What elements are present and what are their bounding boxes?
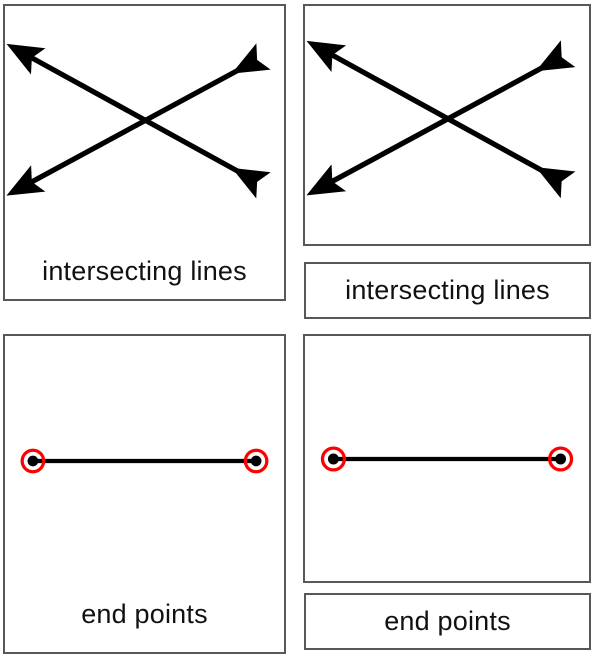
intersecting-lines-figure (305, 16, 589, 231)
intersecting-lines-svg (6, 43, 271, 199)
end-points-svg (320, 446, 574, 472)
card-intersecting-lines-combined[interactable]: intersecting lines (3, 4, 286, 301)
end-points-svg (20, 448, 269, 474)
card-end-points-picture[interactable] (303, 334, 591, 583)
right-end-point-dot (555, 453, 567, 465)
right-end-point-dot (250, 455, 262, 467)
card-caption: intersecting lines (345, 275, 550, 305)
card-end-points-label[interactable]: end points (304, 593, 591, 650)
card-end-points-combined[interactable]: end points (3, 334, 286, 654)
card-intersecting-lines-label[interactable]: intersecting lines (304, 262, 591, 319)
intersecting-line-b (306, 40, 576, 196)
left-end-point-dot (27, 455, 39, 467)
card-caption: end points (81, 599, 208, 629)
right-end-point-ring (243, 448, 269, 474)
card-caption: intersecting lines (42, 256, 247, 286)
intersecting-line-b (6, 43, 271, 196)
card-caption: end points (384, 606, 511, 636)
intersecting-lines-figure (5, 20, 284, 230)
end-points-figure (305, 394, 589, 524)
left-end-point-dot (327, 453, 339, 465)
left-end-point-ring (20, 448, 46, 474)
right-end-point-ring (548, 446, 574, 472)
end-points-figure (5, 398, 284, 524)
card-intersecting-lines-picture[interactable] (303, 4, 591, 246)
left-end-point-ring (320, 446, 346, 472)
intersecting-lines-svg (306, 40, 576, 199)
